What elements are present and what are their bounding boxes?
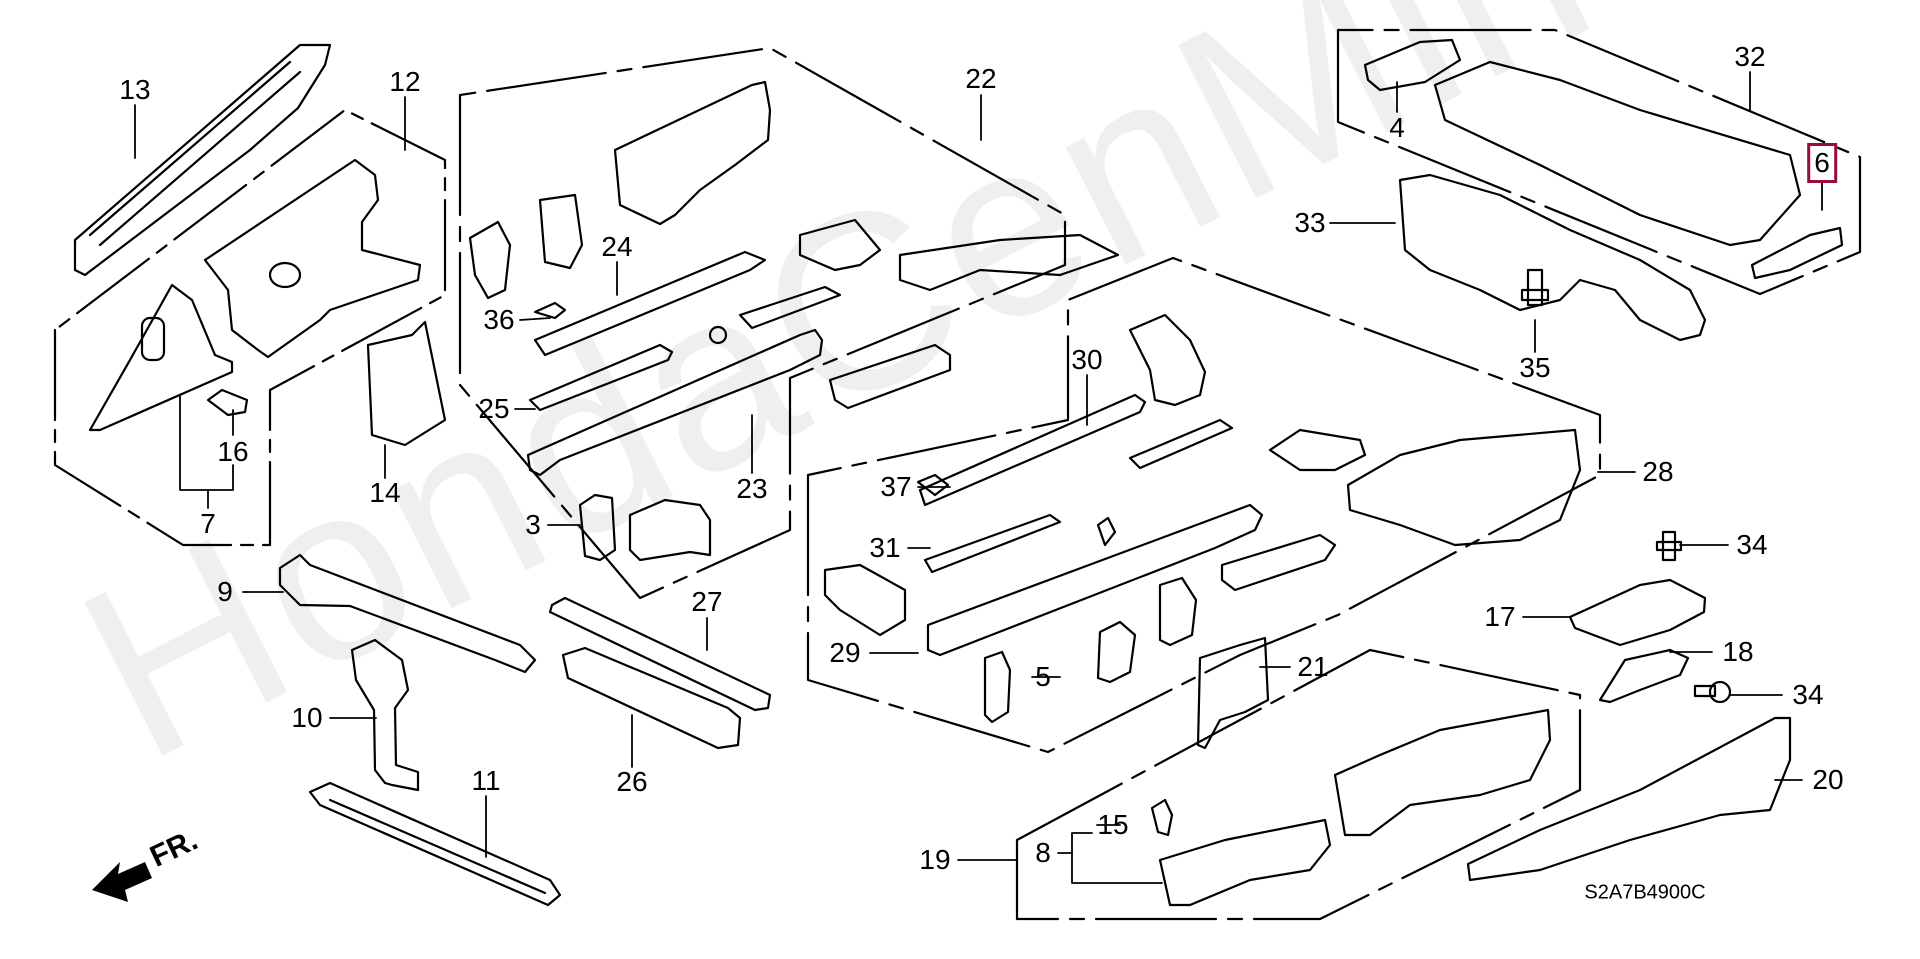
callout-31[interactable]: 31 (869, 532, 901, 563)
part-28 (1268, 428, 1582, 547)
part-27 (548, 596, 772, 712)
callout-14[interactable]: 14 (369, 477, 401, 508)
part-31 (923, 513, 1117, 574)
callout-10[interactable]: 10 (291, 702, 323, 733)
part-7 (88, 283, 234, 432)
part-17 (1568, 578, 1707, 647)
part-3 (578, 493, 712, 562)
callout-4[interactable]: 4 (1389, 112, 1405, 143)
part-25 (528, 325, 728, 412)
part-20 (1466, 716, 1792, 882)
callout-29[interactable]: 29 (829, 637, 861, 668)
callout-32[interactable]: 32 (1734, 41, 1766, 72)
part-37 (916, 473, 950, 497)
callout-34-lower[interactable]: 34 (1792, 679, 1824, 710)
group-box-32 (1336, 28, 1862, 296)
group-box-7 (53, 108, 447, 547)
callout-7[interactable]: 7 (200, 508, 216, 539)
callout-5[interactable]: 5 (1035, 661, 1051, 692)
callout-30[interactable]: 30 (1071, 344, 1103, 375)
callout-15[interactable]: 15 (1097, 809, 1129, 840)
part-9 (278, 553, 537, 674)
callout-17[interactable]: 17 (1484, 601, 1516, 632)
callout-27[interactable]: 27 (691, 586, 723, 617)
callout-19[interactable]: 19 (919, 844, 951, 875)
callout-37[interactable]: 37 (880, 471, 912, 502)
callout-21[interactable]: 21 (1297, 651, 1329, 682)
part-32 (1433, 60, 1802, 247)
callout-23[interactable]: 23 (736, 473, 768, 504)
callout-22[interactable]: 22 (965, 63, 997, 94)
part-15 (1150, 798, 1174, 837)
part-6 (1750, 226, 1844, 280)
part-34-bolt-a (1655, 530, 1683, 562)
callout-8[interactable]: 8 (1035, 837, 1051, 868)
leader-lines (134, 71, 1823, 884)
callout-28[interactable]: 28 (1642, 456, 1674, 487)
callout-9[interactable]: 9 (217, 576, 233, 607)
group-box-19 (1015, 648, 1582, 921)
part-16 (206, 388, 249, 417)
part-26 (561, 646, 742, 750)
callout-35[interactable]: 35 (1519, 352, 1551, 383)
callout-16[interactable]: 16 (217, 436, 249, 467)
front-direction-arrow-icon (92, 862, 152, 902)
part-24 (533, 250, 842, 357)
part-10 (350, 638, 420, 792)
part-4 (1363, 38, 1462, 92)
callout-26[interactable]: 26 (616, 766, 648, 797)
part-11 (308, 781, 562, 907)
part-18 (1598, 648, 1690, 704)
part-29 (823, 503, 1337, 657)
callout-6-highlighted[interactable]: 6 (1807, 143, 1837, 183)
callout-3[interactable]: 3 (525, 509, 541, 540)
part-23 (526, 328, 952, 477)
callout-12[interactable]: 12 (389, 66, 421, 97)
drawing-code: S2A7B4900C (1584, 881, 1706, 904)
part-12 (203, 158, 422, 359)
callout-20[interactable]: 20 (1812, 764, 1844, 795)
callout-24[interactable]: 24 (601, 231, 633, 262)
callout-13[interactable]: 13 (119, 74, 151, 105)
callout-33[interactable]: 33 (1294, 207, 1326, 238)
callout-36[interactable]: 36 (483, 304, 515, 335)
group-box-28 (806, 256, 1602, 754)
part-36-clip (468, 193, 584, 320)
part-13 (73, 43, 332, 277)
group-box-22 (458, 46, 1067, 600)
part-19-assembly (1158, 708, 1552, 907)
part-22-assembly (613, 80, 1120, 292)
part-34-bolt-b (1693, 680, 1732, 704)
part-35-bolt (1520, 268, 1550, 307)
part-5 (983, 576, 1198, 724)
part-14 (366, 320, 447, 447)
callout-18[interactable]: 18 (1722, 636, 1754, 667)
callout-25[interactable]: 25 (478, 393, 510, 424)
part-33 (1398, 173, 1707, 342)
callout-34-upper[interactable]: 34 (1736, 529, 1768, 560)
part-21 (1196, 636, 1270, 750)
callout-11[interactable]: 11 (471, 765, 501, 796)
part-30-assembly (918, 313, 1234, 507)
